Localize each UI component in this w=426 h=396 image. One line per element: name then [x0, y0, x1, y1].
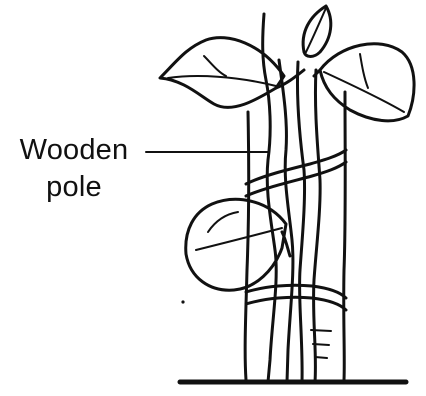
leaf-top-right — [320, 44, 414, 121]
speck — [181, 300, 184, 303]
climbing-stem — [263, 14, 320, 382]
leaf-top-bud — [303, 6, 331, 57]
stem-wraps — [246, 150, 346, 310]
wooden-pole — [245, 92, 345, 380]
